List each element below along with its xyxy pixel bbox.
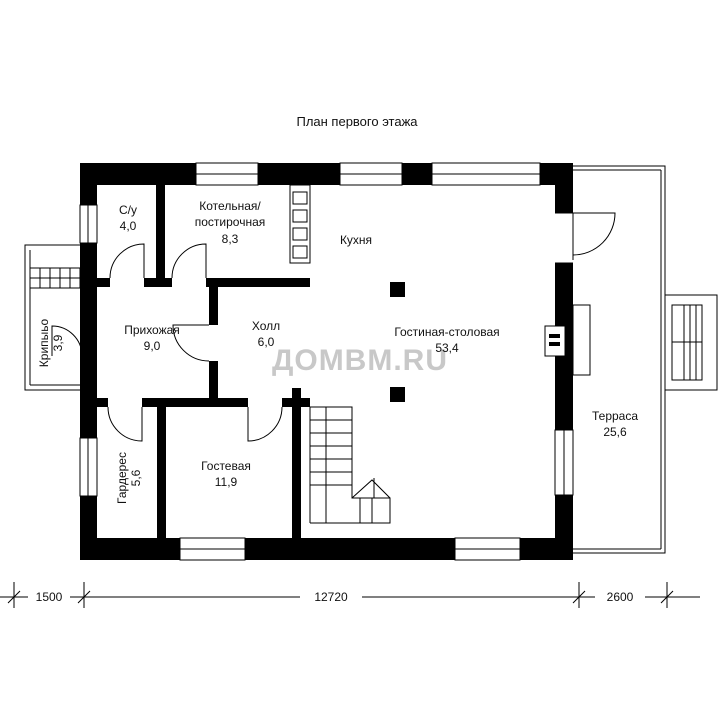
room-living-name: Гостиная-столовая [394, 325, 499, 339]
staircase [309, 406, 391, 524]
room-hall-name: Холл [252, 319, 280, 333]
room-su-name: С/у [119, 203, 137, 217]
dimension-line: 1500 12720 2600 [0, 582, 700, 608]
room-su-area: 4,0 [120, 219, 137, 233]
windows [79, 162, 574, 561]
dim-main: 12720 [314, 590, 348, 604]
watermark: ДОМВМ.RU [272, 344, 448, 377]
room-pantry-name: Крипыьо [37, 318, 51, 367]
room-entry-area: 9,0 [144, 339, 161, 353]
dim-right: 2600 [607, 590, 634, 604]
dim-left: 1500 [36, 590, 63, 604]
room-boiler-name1: Котельная/ [199, 199, 261, 213]
room-kitchen-name: Кухня [340, 233, 372, 247]
room-wardrobe-area: 5,6 [129, 469, 143, 486]
terrace-door [555, 212, 616, 264]
room-pantry-area: 3,9 [51, 334, 65, 351]
room-guest-area: 11,9 [215, 475, 238, 489]
room-terrace-name: Терраса [592, 409, 638, 423]
plan-title: План первого этажа [296, 114, 418, 129]
room-living-area: 53,4 [435, 341, 459, 355]
room-entry-name: Прихожая [124, 323, 180, 337]
fireplace [544, 304, 591, 376]
room-boiler-name2: постирочная [195, 215, 266, 229]
interior-doors [107, 243, 283, 442]
kitchen-stove [289, 184, 311, 264]
room-guest-name: Гостевая [201, 459, 251, 473]
room-wardrobe-name: Гардерес [115, 452, 129, 504]
room-terrace-area: 25,6 [603, 425, 627, 439]
terrace-outline [572, 165, 718, 554]
room-labels: С/у 4,0 Котельная/ постирочная 8,3 Кухня… [37, 199, 638, 504]
left-porch-outline [24, 244, 83, 391]
room-hall-area: 6,0 [258, 335, 275, 349]
room-boiler-area: 8,3 [222, 232, 239, 246]
